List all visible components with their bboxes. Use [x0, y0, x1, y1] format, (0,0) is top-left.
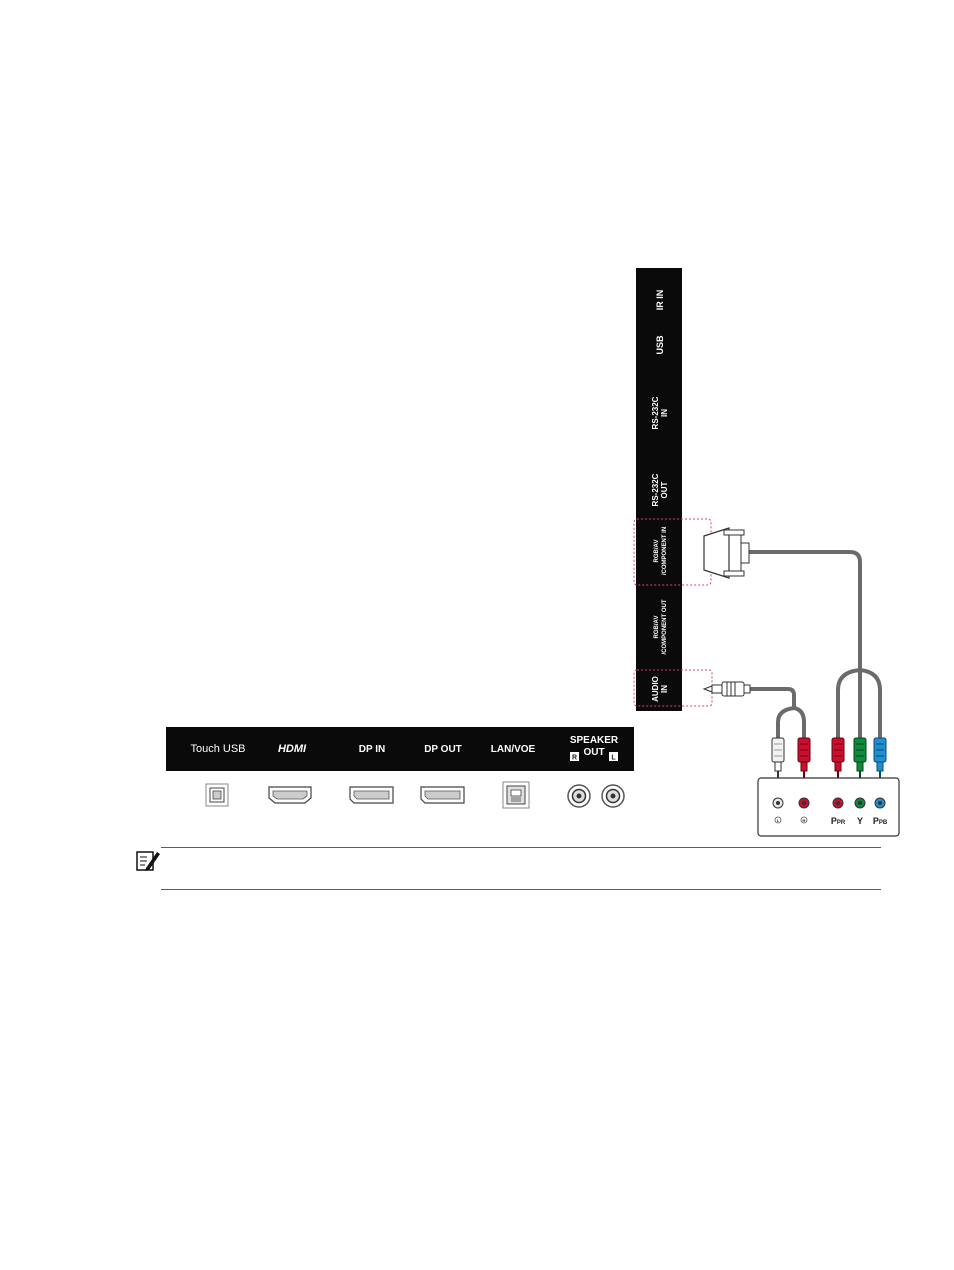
svg-text:/COMPONENT OUT: /COMPONENT OUT — [662, 599, 668, 654]
svg-text:Y: Y — [857, 816, 863, 826]
hdmi-port-icon — [269, 787, 311, 803]
svg-text:IN: IN — [660, 685, 669, 693]
label-dp-in: DP IN — [359, 744, 386, 755]
component-cable — [748, 552, 860, 670]
component-split-pb — [860, 670, 880, 740]
lan-port-icon — [503, 782, 529, 808]
speaker-l-jack-icon — [602, 785, 624, 807]
speaker-r-letter: R — [572, 755, 577, 762]
audio-split-l — [778, 708, 794, 740]
side-label-usb: USB — [655, 335, 665, 355]
dp-in-port-icon — [350, 787, 393, 803]
svg-text:OUT: OUT — [660, 481, 669, 498]
label-dp-out: DP OUT — [424, 744, 462, 755]
svg-text:RS-232C: RS-232C — [651, 473, 660, 506]
label-hdmi: HDMI — [278, 743, 307, 755]
component-split-pr — [838, 670, 860, 740]
audio-split-r — [794, 708, 804, 740]
svg-text:RS-232C: RS-232C — [651, 396, 660, 429]
rca-plug-audio-l — [772, 738, 784, 778]
rca-plug-audio-r — [798, 738, 810, 778]
label-speaker: SPEAKER — [570, 735, 619, 746]
svg-text:/COMPONENT IN: /COMPONENT IN — [662, 527, 668, 575]
rca-plug-pr — [832, 738, 844, 778]
label-touch-usb: Touch USB — [190, 743, 245, 755]
svg-text:AUDIO: AUDIO — [651, 676, 660, 702]
dsub-connector — [704, 528, 749, 578]
side-label-ir-in: IR IN — [655, 290, 665, 311]
rca-plug-pb — [874, 738, 886, 778]
svg-text:IN: IN — [660, 409, 669, 417]
audio-plug — [704, 682, 750, 696]
audio-cable — [748, 689, 794, 708]
dp-out-port-icon — [421, 787, 464, 803]
label-lan-voe: LAN/VOE — [491, 744, 536, 755]
svg-text:R: R — [803, 818, 806, 823]
note-icon — [137, 852, 160, 871]
note-bottom-rule — [161, 889, 881, 890]
note-top-rule — [161, 847, 881, 848]
rca-plug-y — [854, 738, 866, 778]
speaker-l-letter: L — [611, 755, 616, 762]
svg-text:RGB/AV: RGB/AV — [654, 616, 660, 639]
speaker-r-jack-icon — [568, 785, 590, 807]
usb-b-port-icon — [206, 784, 228, 806]
label-speaker-out: OUT — [583, 747, 604, 758]
svg-text:USB: USB — [655, 335, 665, 355]
svg-text:IR IN: IR IN — [655, 290, 665, 311]
svg-text:RGB/AV: RGB/AV — [654, 540, 660, 563]
